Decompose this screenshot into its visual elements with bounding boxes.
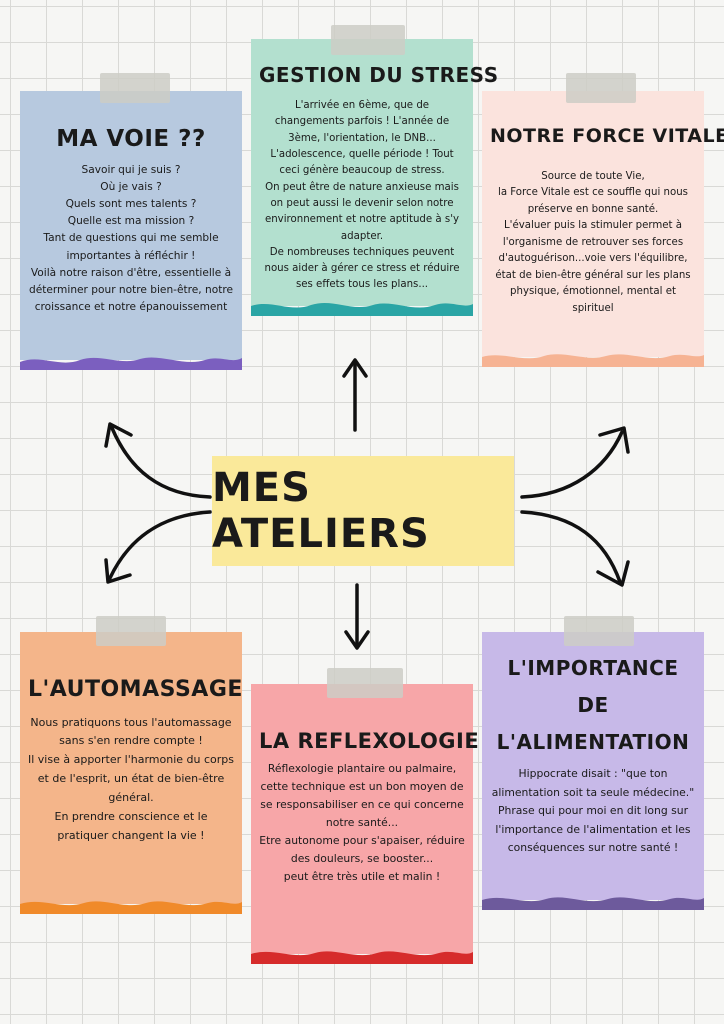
card-ma-voie: MA VOIE ?? Savoir qui je suis ? Où je va… (20, 73, 242, 370)
tape (331, 25, 405, 55)
wave-decoration (251, 302, 473, 316)
card-notre-force-vitale: NOTRE FORCE VITALE Source de toute Vie, … (482, 73, 724, 367)
card-body: Hippocrate disait : "que ton alimentatio… (491, 767, 695, 855)
card-body: Source de toute Vie, la Force Vitale est… (495, 170, 691, 314)
card-title: MA VOIE ?? (56, 126, 206, 152)
center-title: MES ATELIERS (212, 456, 514, 566)
wave-decoration (482, 897, 704, 910)
card-title: NOTRE FORCE VITALE (490, 125, 724, 147)
card-title: L'AUTOMASSAGE (28, 677, 243, 702)
wave-decoration (20, 901, 242, 914)
tape (327, 668, 403, 698)
card-body: Savoir qui je suis ? Où je vais ? Quels … (28, 163, 234, 313)
tape (100, 73, 170, 103)
card-body: Réflexologie plantaire ou palmaire, cett… (259, 762, 465, 883)
card-title: L'IMPORTANCE DE L'ALIMENTATION (496, 656, 690, 754)
card-body: L'arrivée en 6ème, que de changements pa… (264, 100, 460, 291)
card-title: LA REFLEXOLOGIE (259, 729, 480, 753)
arrow-left-up (110, 426, 212, 499)
arrow-left-down (108, 510, 212, 580)
wave-decoration (251, 951, 473, 964)
tape (96, 616, 166, 646)
card-l-automassage: L'AUTOMASSAGE Nous pratiquons tous l'aut… (20, 616, 243, 914)
wave-decoration (482, 354, 704, 367)
card-body: Nous pratiquons tous l'automassage sans … (28, 715, 234, 842)
tape (564, 616, 634, 646)
tape (566, 73, 636, 103)
card-title: GESTION DU STRESS (259, 63, 499, 87)
arrow-right-up (520, 430, 624, 499)
arrow-right-down (520, 510, 622, 584)
wave-decoration (20, 357, 242, 370)
card-la-reflexologie: LA REFLEXOLOGIE Réflexologie plantaire o… (251, 668, 480, 964)
card-gestion-du-stress: GESTION DU STRESS L'arrivée en 6ème, que… (251, 25, 499, 316)
card-l-importance-de-l-alimentation: L'IMPORTANCE DE L'ALIMENTATION Hippocrat… (482, 616, 704, 910)
